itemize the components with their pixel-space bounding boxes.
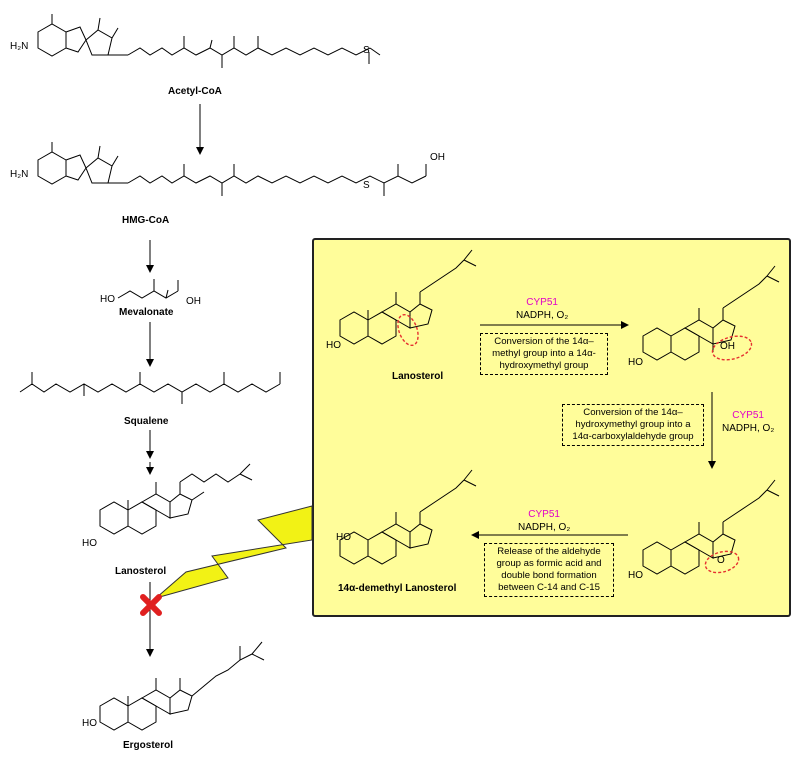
atom-s-acetyl: S bbox=[363, 45, 370, 56]
hmg-coa-structure bbox=[37, 142, 427, 196]
mevalonate-structure bbox=[117, 279, 179, 299]
note-line: hydroxymethyl group into a bbox=[575, 419, 691, 430]
atom-oh-hydroxymethyl: OH bbox=[720, 341, 735, 352]
lanosterol-left-structure bbox=[99, 463, 253, 535]
atom-o-aldehyde: O bbox=[717, 555, 725, 566]
note-line: methyl group into a 14α- bbox=[492, 348, 596, 359]
enzyme-name: CYP51 bbox=[528, 509, 560, 520]
label-demethyl-lanosterol: 14α-demethyl Lanosterol bbox=[338, 583, 457, 594]
cofactor: NADPH, O₂ bbox=[518, 522, 571, 533]
note-line: between C-14 and C-15 bbox=[498, 582, 600, 593]
cofactor: NADPH, O₂ bbox=[722, 423, 775, 434]
label-mevalonate: Mevalonate bbox=[119, 307, 174, 318]
note-line: Release of the aldehyde bbox=[497, 546, 601, 557]
label-hmg-coa: HMG-CoA bbox=[122, 215, 170, 226]
enzyme-name: CYP51 bbox=[526, 297, 558, 308]
inhibition-lightning-icon bbox=[155, 505, 313, 599]
hydroxymethyl-highlight bbox=[711, 335, 753, 361]
note-line: Conversion of the 14α– bbox=[494, 336, 594, 347]
atom-h2n-1: H₂N bbox=[10, 41, 29, 52]
aldehyde-highlight bbox=[704, 550, 740, 574]
atom-ho-lanosterol: HO bbox=[326, 340, 341, 351]
label-acetyl-coa: Acetyl-CoA bbox=[168, 86, 222, 97]
atom-ho-ergosterol: HO bbox=[82, 718, 97, 729]
label-squalene: Squalene bbox=[124, 416, 169, 427]
atom-ho-aldehyde: HO bbox=[628, 570, 643, 581]
note-step1: Conversion of the 14α– methyl group into… bbox=[480, 333, 608, 375]
demethyl-lanosterol-structure bbox=[339, 469, 477, 565]
atom-s-hmg: S bbox=[363, 180, 370, 191]
cofactor: NADPH, O₂ bbox=[516, 310, 569, 321]
enzyme-name: CYP51 bbox=[732, 410, 764, 421]
atom-oh-hmg: OH bbox=[430, 152, 445, 163]
acetyl-coa-structure bbox=[37, 14, 381, 68]
atom-oh-mevalonate: OH bbox=[186, 296, 201, 307]
enzyme-step1: CYP51 NADPH, O₂ bbox=[516, 296, 568, 322]
aldehyde-intermediate-structure bbox=[642, 479, 780, 575]
hydroxymethyl-intermediate-structure bbox=[642, 265, 780, 361]
label-lanosterol-panel: Lanosterol bbox=[392, 371, 444, 382]
atom-ho-hydroxymethyl: HO bbox=[628, 357, 643, 368]
atom-h2n-2: H₂N bbox=[10, 169, 29, 180]
note-line: 14α-carboxylaldehyde group bbox=[572, 431, 694, 442]
lanosterol-panel-structure bbox=[339, 249, 477, 345]
note-line: group as formic acid and bbox=[496, 558, 602, 569]
squalene-structure bbox=[19, 372, 281, 404]
inhibition-cross-icon bbox=[140, 594, 162, 616]
label-lanosterol-left: Lanosterol bbox=[115, 566, 167, 577]
atom-ho-panel: HO bbox=[336, 532, 351, 543]
label-ergosterol: Ergosterol bbox=[123, 740, 174, 751]
methyl-highlight bbox=[397, 313, 419, 347]
atom-ho-mevalonate: HO bbox=[100, 294, 115, 305]
note-line: double bond formation bbox=[501, 570, 597, 581]
enzyme-step3: CYP51 NADPH, O₂ bbox=[518, 508, 570, 534]
note-line: hydroxymethyl group bbox=[499, 360, 589, 371]
enzyme-step2: CYP51 NADPH, O₂ bbox=[722, 409, 774, 435]
note-line: Conversion of the 14α– bbox=[583, 407, 683, 418]
atom-ho-left: HO bbox=[82, 538, 97, 549]
note-step2: Conversion of the 14α– hydroxymethyl gro… bbox=[562, 404, 704, 446]
note-step3: Release of the aldehyde group as formic … bbox=[484, 543, 614, 597]
ergosterol-structure bbox=[99, 641, 265, 731]
